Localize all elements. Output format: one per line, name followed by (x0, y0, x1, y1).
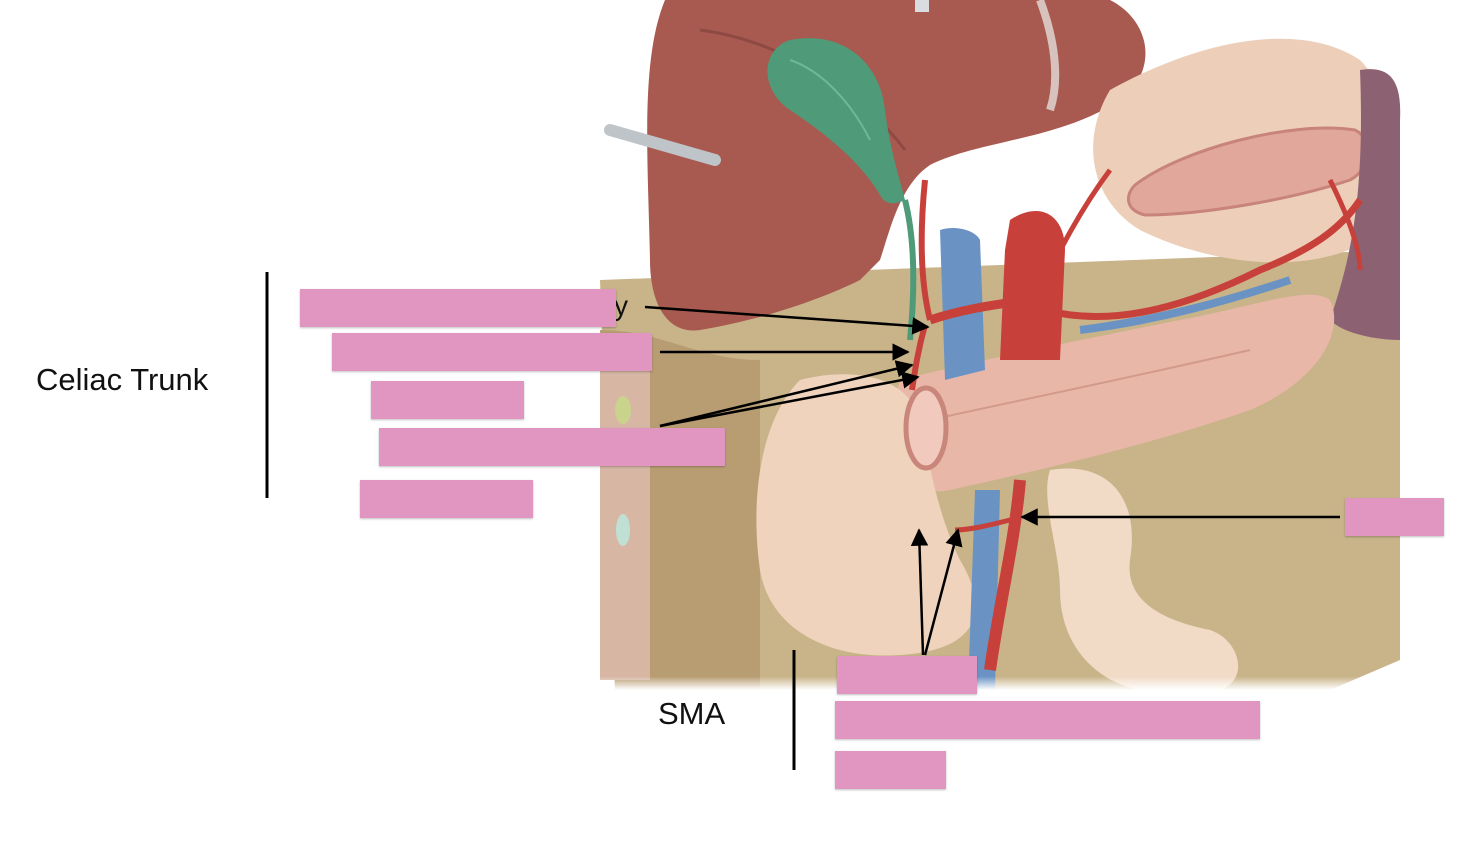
spleen (1330, 69, 1401, 340)
gastroepiploic (1327, 178, 1363, 271)
portal-vein (940, 228, 985, 380)
bile-duct (902, 199, 917, 341)
splenic-artery (1044, 198, 1363, 320)
retractor (604, 124, 721, 166)
answer-box-celiac-1[interactable] (300, 289, 616, 327)
arrow-pointer (923, 528, 963, 656)
wall-node (616, 514, 630, 546)
arrow-pointer (659, 371, 920, 428)
wall-node (615, 396, 631, 424)
left-gastric (1037, 168, 1113, 292)
common-hepatic (928, 295, 1031, 325)
answer-box-celiac-5[interactable] (360, 480, 533, 518)
aorta (1000, 211, 1065, 360)
answer-box-celiac-4[interactable] (379, 428, 725, 466)
arrow-pointer (659, 360, 914, 428)
retractor-top (915, 0, 929, 12)
arrow-pointer (910, 528, 929, 656)
stomach-cut (1126, 126, 1370, 217)
liver-ligament (1036, 0, 1060, 112)
pancreas (892, 294, 1335, 492)
answer-box-sma-3[interactable] (835, 751, 946, 789)
answer-box-sma-2[interactable] (835, 701, 1260, 739)
partial-label-text: y (614, 290, 628, 321)
answer-box-celiac-3[interactable] (371, 381, 524, 419)
gallbladder (767, 38, 905, 204)
sma-label: SMA (658, 696, 726, 731)
answer-box-right[interactable] (1345, 498, 1444, 536)
arrow-pointer (644, 305, 930, 335)
duodenum-cut (903, 385, 949, 471)
celiac-trunk-label: Celiac Trunk (36, 362, 209, 397)
answer-box-celiac-2[interactable] (332, 333, 652, 371)
answer-box-sma-1[interactable] (837, 656, 977, 694)
hepatic-proper (918, 179, 933, 321)
